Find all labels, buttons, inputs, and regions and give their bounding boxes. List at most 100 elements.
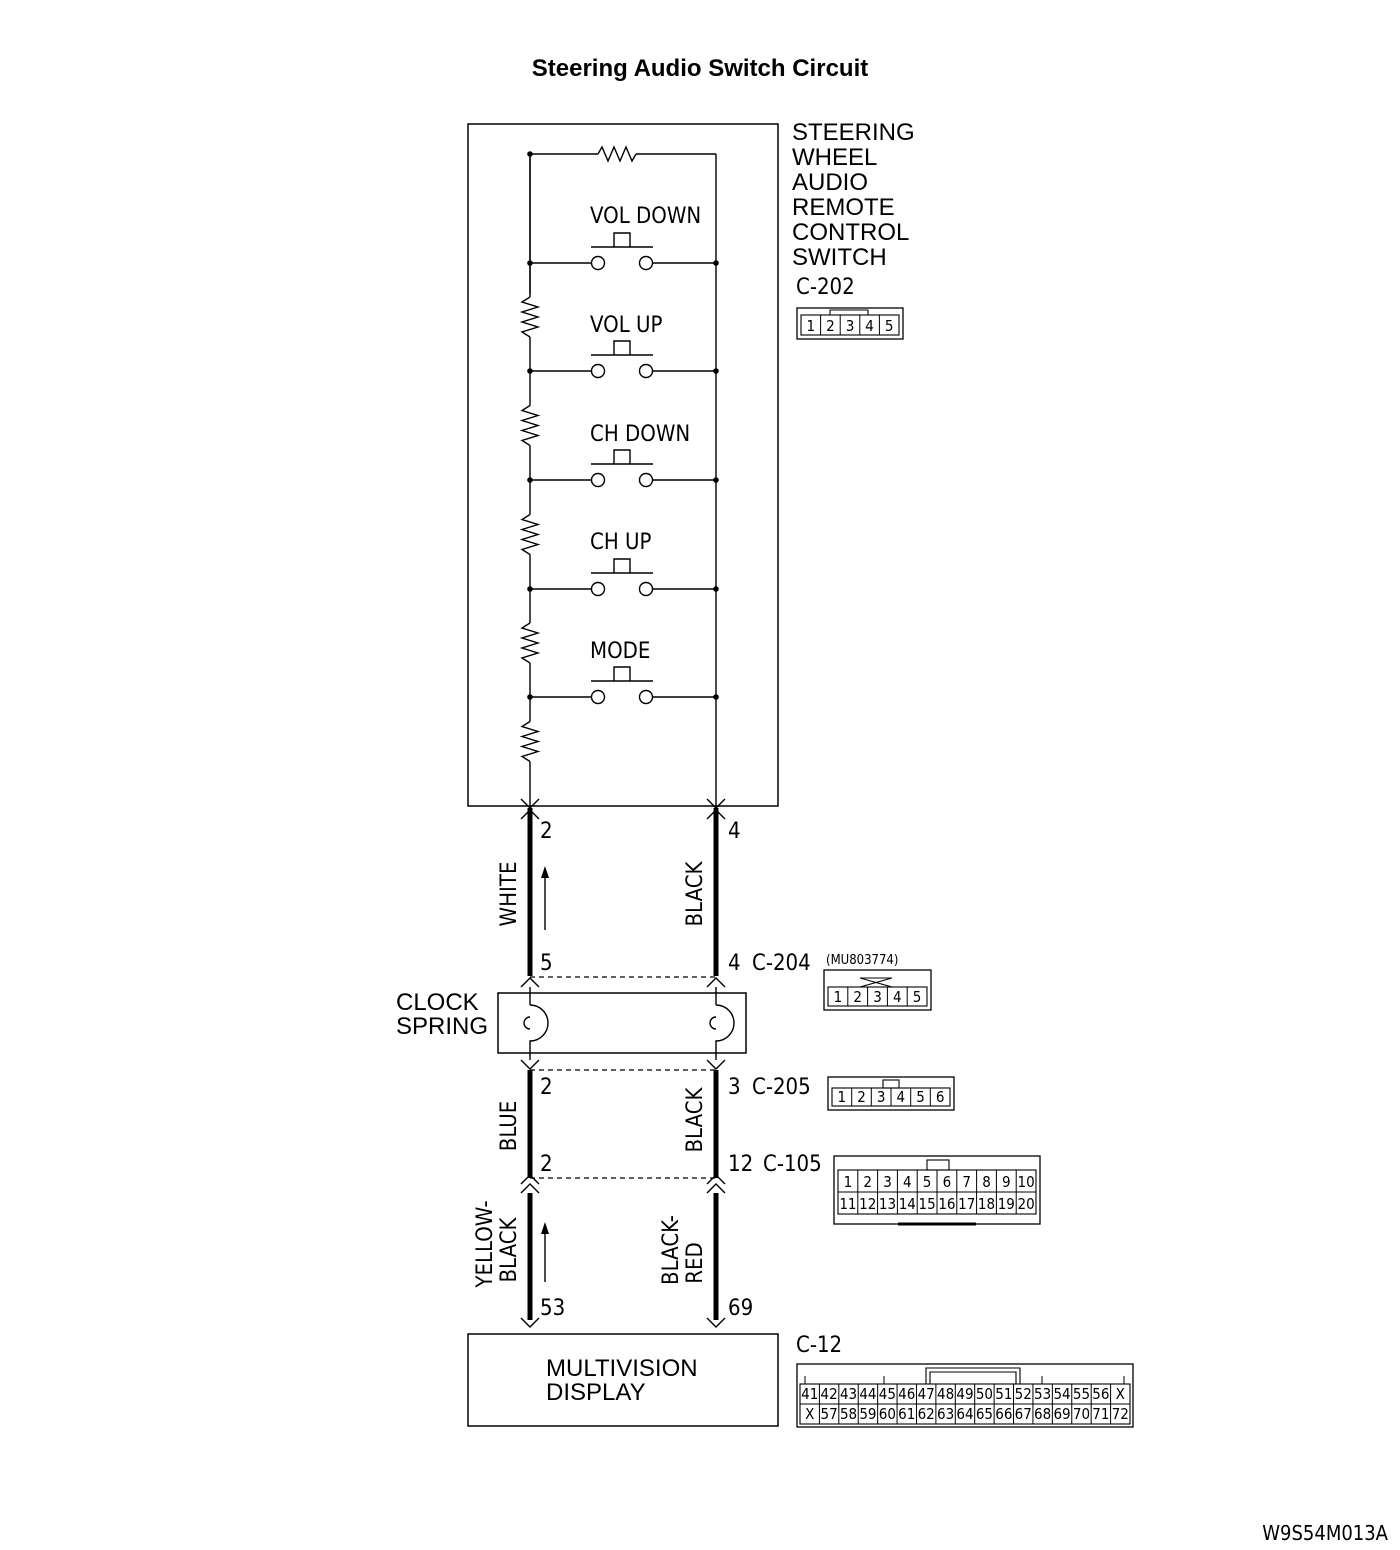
c12-pin: 69 bbox=[1053, 1405, 1070, 1423]
pin-c204-right: 4 bbox=[728, 951, 741, 976]
clock-spring: CLOCK SPRING bbox=[396, 987, 747, 1060]
clock-spring-coil-right bbox=[715, 1004, 735, 1060]
ladder-resistor bbox=[519, 720, 541, 763]
c12-pin: 63 bbox=[937, 1405, 954, 1423]
c105-pin: 1 bbox=[844, 1173, 853, 1191]
pin-bottom-right: 69 bbox=[728, 1296, 753, 1321]
c12-pin: 49 bbox=[956, 1385, 973, 1403]
clock-spring-label-2: SPRING bbox=[396, 1013, 488, 1040]
wire-color-upper-left: WHITE bbox=[497, 862, 522, 927]
c12-pin: 47 bbox=[918, 1385, 935, 1403]
c105-pin: 8 bbox=[982, 1173, 991, 1191]
switch-unit-box bbox=[467, 123, 779, 807]
c105-pin: 11 bbox=[839, 1195, 856, 1213]
c105-pin: 7 bbox=[962, 1173, 971, 1191]
connector-c202-face: 1 2 3 4 5 bbox=[796, 307, 904, 340]
switch-row-tail bbox=[519, 697, 541, 806]
c205-pin: 6 bbox=[936, 1088, 945, 1106]
c12-pin: 43 bbox=[840, 1385, 857, 1403]
wire-color-middle-left: BLUE bbox=[497, 1101, 522, 1152]
c202-pin: 2 bbox=[826, 317, 835, 335]
c204-pin: 3 bbox=[873, 988, 882, 1006]
pin-top-left: 2 bbox=[540, 819, 553, 844]
figure-code: W9S54M013A bbox=[1262, 1521, 1388, 1545]
pin-c205-right: 3 bbox=[728, 1075, 741, 1100]
connector-c204-face: 1 2 3 4 5 bbox=[823, 969, 932, 1011]
c202-pin: 5 bbox=[885, 317, 894, 335]
c204-pin: 2 bbox=[853, 988, 862, 1006]
ladder-resistor bbox=[519, 513, 541, 556]
ladder-resistor bbox=[519, 296, 541, 338]
c12-pin: 71 bbox=[1092, 1405, 1109, 1423]
clock-spring-label-1: CLOCK bbox=[396, 989, 479, 1016]
pin-top-right: 4 bbox=[728, 819, 741, 844]
c105-pin: 3 bbox=[883, 1173, 892, 1191]
connector-c105-id: C-105 bbox=[763, 1152, 822, 1177]
c12-pin: 53 bbox=[1034, 1385, 1051, 1403]
c12-pin: 55 bbox=[1073, 1385, 1090, 1403]
pin-c204-left: 5 bbox=[540, 951, 553, 976]
c12-pin: 60 bbox=[879, 1405, 896, 1423]
c105-pin: 12 bbox=[859, 1195, 876, 1213]
wire-color-lower-left-2: BLACK bbox=[497, 1216, 522, 1282]
pin-c205-left: 2 bbox=[540, 1075, 553, 1100]
c105-pin: 6 bbox=[943, 1173, 952, 1191]
switch-label: MODE bbox=[590, 639, 650, 664]
c105-pin: 16 bbox=[938, 1195, 955, 1213]
pin-c105-right: 12 bbox=[728, 1152, 753, 1177]
c12-pin: 64 bbox=[956, 1405, 973, 1423]
wire-color-upper-right: BLACK bbox=[683, 860, 708, 926]
c205-pin: 2 bbox=[857, 1088, 866, 1106]
c12-pin: 70 bbox=[1073, 1405, 1090, 1423]
c12-pin: 41 bbox=[801, 1385, 818, 1403]
display-label-1: MULTIVISION bbox=[546, 1355, 698, 1382]
c204-pin: 1 bbox=[834, 988, 843, 1006]
wire-color-lower-right-1: BLACK- bbox=[659, 1215, 684, 1285]
c205-pin: 3 bbox=[877, 1088, 886, 1106]
c12-pin: 50 bbox=[976, 1385, 993, 1403]
c12-pin: 58 bbox=[840, 1405, 857, 1423]
c205-pin: 1 bbox=[838, 1088, 847, 1106]
c12-pin: 66 bbox=[995, 1405, 1012, 1423]
connector-c205-face: 1 2 3 4 5 6 bbox=[827, 1076, 955, 1111]
c105-pin: 19 bbox=[998, 1195, 1015, 1213]
c12-pin: 68 bbox=[1034, 1405, 1051, 1423]
switch-label: VOL DOWN bbox=[590, 204, 701, 229]
c205-pin: 5 bbox=[916, 1088, 925, 1106]
c205-pin: 4 bbox=[897, 1088, 906, 1106]
switch-row: VOL DOWN bbox=[527, 154, 719, 271]
clock-spring-coil-left bbox=[529, 1004, 549, 1060]
c12-pin: 67 bbox=[1015, 1405, 1032, 1423]
c202-pin: 3 bbox=[846, 317, 855, 335]
c12-pin: 62 bbox=[918, 1405, 935, 1423]
c12-pin: 65 bbox=[976, 1405, 993, 1423]
pin-bottom-left: 53 bbox=[540, 1296, 565, 1321]
connector-c12-id: C-12 bbox=[796, 1333, 842, 1358]
switch-label: VOL UP bbox=[590, 313, 663, 338]
wire-color-lower-right-2: RED bbox=[683, 1242, 708, 1284]
c105-pin: 9 bbox=[1002, 1173, 1011, 1191]
switch-label: CH DOWN bbox=[590, 422, 690, 447]
multivision-display: MULTIVISION DISPLAY bbox=[467, 1333, 779, 1427]
connector-c205-id: C-205 bbox=[752, 1075, 811, 1100]
switch-unit-label-3: AUDIO bbox=[792, 169, 868, 196]
c12-pin: 45 bbox=[879, 1385, 896, 1403]
c12-pin: 46 bbox=[898, 1385, 915, 1403]
switch-row: MODE bbox=[519, 589, 719, 705]
c105-pin: 13 bbox=[879, 1195, 896, 1213]
wire-color-middle-right: BLACK bbox=[683, 1086, 708, 1152]
resistor-top bbox=[597, 145, 637, 163]
ladder-resistor bbox=[519, 404, 541, 447]
switch-row: VOL UP bbox=[519, 263, 719, 379]
c12-pin: 48 bbox=[937, 1385, 954, 1403]
switch-label: CH UP bbox=[590, 530, 651, 555]
pin-c105-left: 2 bbox=[540, 1152, 553, 1177]
c204-pin: 5 bbox=[913, 988, 922, 1006]
c204-part-number: (MU803774) bbox=[826, 953, 898, 968]
c204-pin: 4 bbox=[893, 988, 902, 1006]
c12-pin: X bbox=[1116, 1385, 1125, 1403]
